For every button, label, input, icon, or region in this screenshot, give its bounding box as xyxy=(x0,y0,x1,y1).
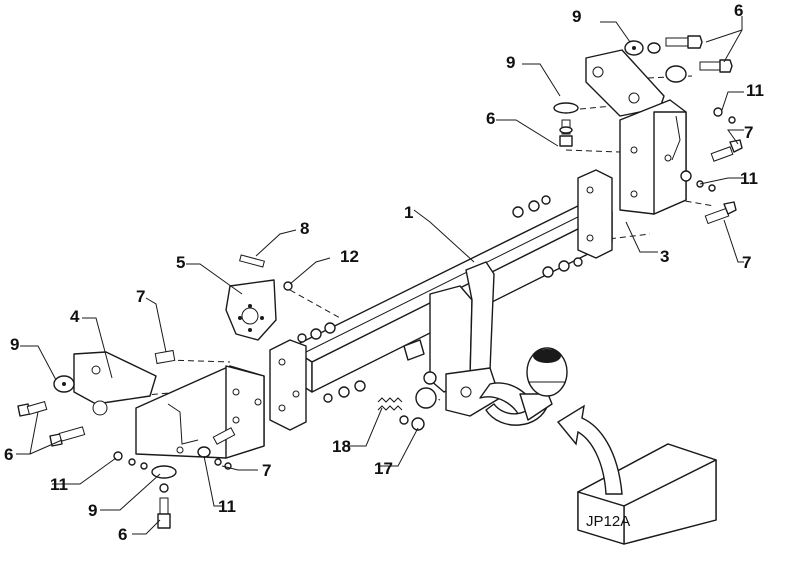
callout-7-left: 7 xyxy=(136,287,145,306)
leader-lines xyxy=(16,16,744,535)
callout-9-center: 9 xyxy=(506,53,515,72)
callout-9-bottom: 9 xyxy=(88,501,97,520)
callout-6-center: 6 xyxy=(486,109,495,128)
ball-neck-bracket xyxy=(429,261,501,417)
callout-5: 5 xyxy=(176,253,185,272)
plate-bracket-5 xyxy=(225,279,277,341)
right-end-plate xyxy=(577,169,613,259)
product-box-label: JP12A xyxy=(586,513,630,530)
left-end-plate xyxy=(269,339,307,431)
callout-11-left: 11 xyxy=(50,475,68,494)
curved-arrow xyxy=(556,404,623,495)
fasteners xyxy=(17,35,743,529)
product-box: JP12A xyxy=(577,443,717,545)
callout-11-bottom: 11 xyxy=(218,497,236,516)
callout-7-right-lower: 7 xyxy=(742,253,751,272)
callout-17: 17 xyxy=(374,459,393,478)
callout-6-bottom: 6 xyxy=(118,525,127,544)
callout-6-top-right: 6 xyxy=(734,1,743,20)
callout-11-right-lower: 11 xyxy=(740,169,758,188)
left-side-bracket xyxy=(73,351,265,459)
socket-plate xyxy=(403,339,437,409)
callout-7-bottom: 7 xyxy=(262,461,271,480)
callout-numbers: 1 3 4 5 6 6 6 6 7 7 7 7 8 9 9 9 9 11 11 … xyxy=(4,1,764,544)
callout-9-top-right: 9 xyxy=(572,7,581,26)
callout-6-left: 6 xyxy=(4,445,13,464)
callout-3: 3 xyxy=(660,247,669,266)
right-side-bracket xyxy=(585,49,687,215)
callout-7-right-upper: 7 xyxy=(744,123,753,142)
callout-11-right-upper: 11 xyxy=(746,81,764,100)
callout-8: 8 xyxy=(300,219,309,238)
callout-12: 12 xyxy=(340,247,359,266)
callout-4: 4 xyxy=(70,307,80,326)
callout-1: 1 xyxy=(404,203,413,222)
callout-9-left: 9 xyxy=(10,335,19,354)
callout-18: 18 xyxy=(332,437,351,456)
tow-ball xyxy=(526,347,568,397)
